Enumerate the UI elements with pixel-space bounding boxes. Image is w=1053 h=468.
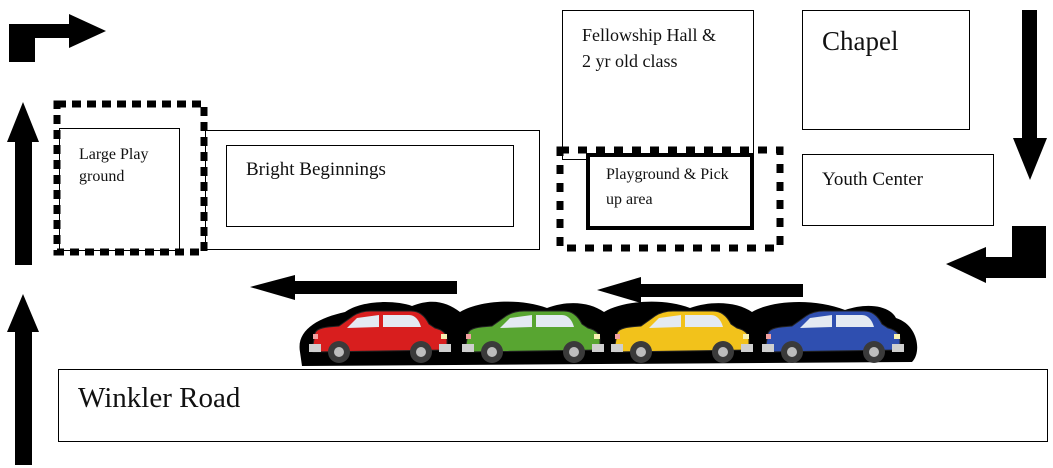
winkler-road <box>58 369 1048 442</box>
up-arrow-icon <box>7 294 39 465</box>
pickup-area-dashed-outline <box>556 146 784 252</box>
playground-pickup-building <box>586 153 754 230</box>
turn-right-arrow-icon <box>9 14 106 62</box>
turn-left-arrow-icon <box>946 226 1046 283</box>
car-line <box>309 310 904 363</box>
car-icon <box>309 310 451 363</box>
fellowship-hall-label: Fellowship Hall & 2 yr old class <box>582 25 716 72</box>
bright-beginnings-building <box>226 145 514 227</box>
car-icon <box>611 310 753 363</box>
youth-center-building <box>802 154 994 226</box>
youth-center-label: Youth Center <box>822 169 923 190</box>
up-arrow-icon <box>7 102 39 265</box>
chapel-building <box>802 10 970 130</box>
large-playground-building <box>59 128 180 251</box>
chapel-label: Chapel <box>822 26 899 56</box>
down-arrow-icon <box>1013 10 1047 180</box>
large-playground-label: Large Play ground <box>79 146 149 185</box>
left-arrow-icon <box>250 275 457 300</box>
left-arrow-icon <box>597 277 803 303</box>
large-playground-dashed-outline <box>53 100 208 256</box>
car-icon <box>462 310 604 363</box>
car-icon <box>762 310 904 363</box>
bright-beginnings-label: Bright Beginnings <box>246 159 386 180</box>
winkler-road-label: Winkler Road <box>78 382 241 414</box>
playground-pickup-label: Playground & Pick up area <box>606 166 729 208</box>
